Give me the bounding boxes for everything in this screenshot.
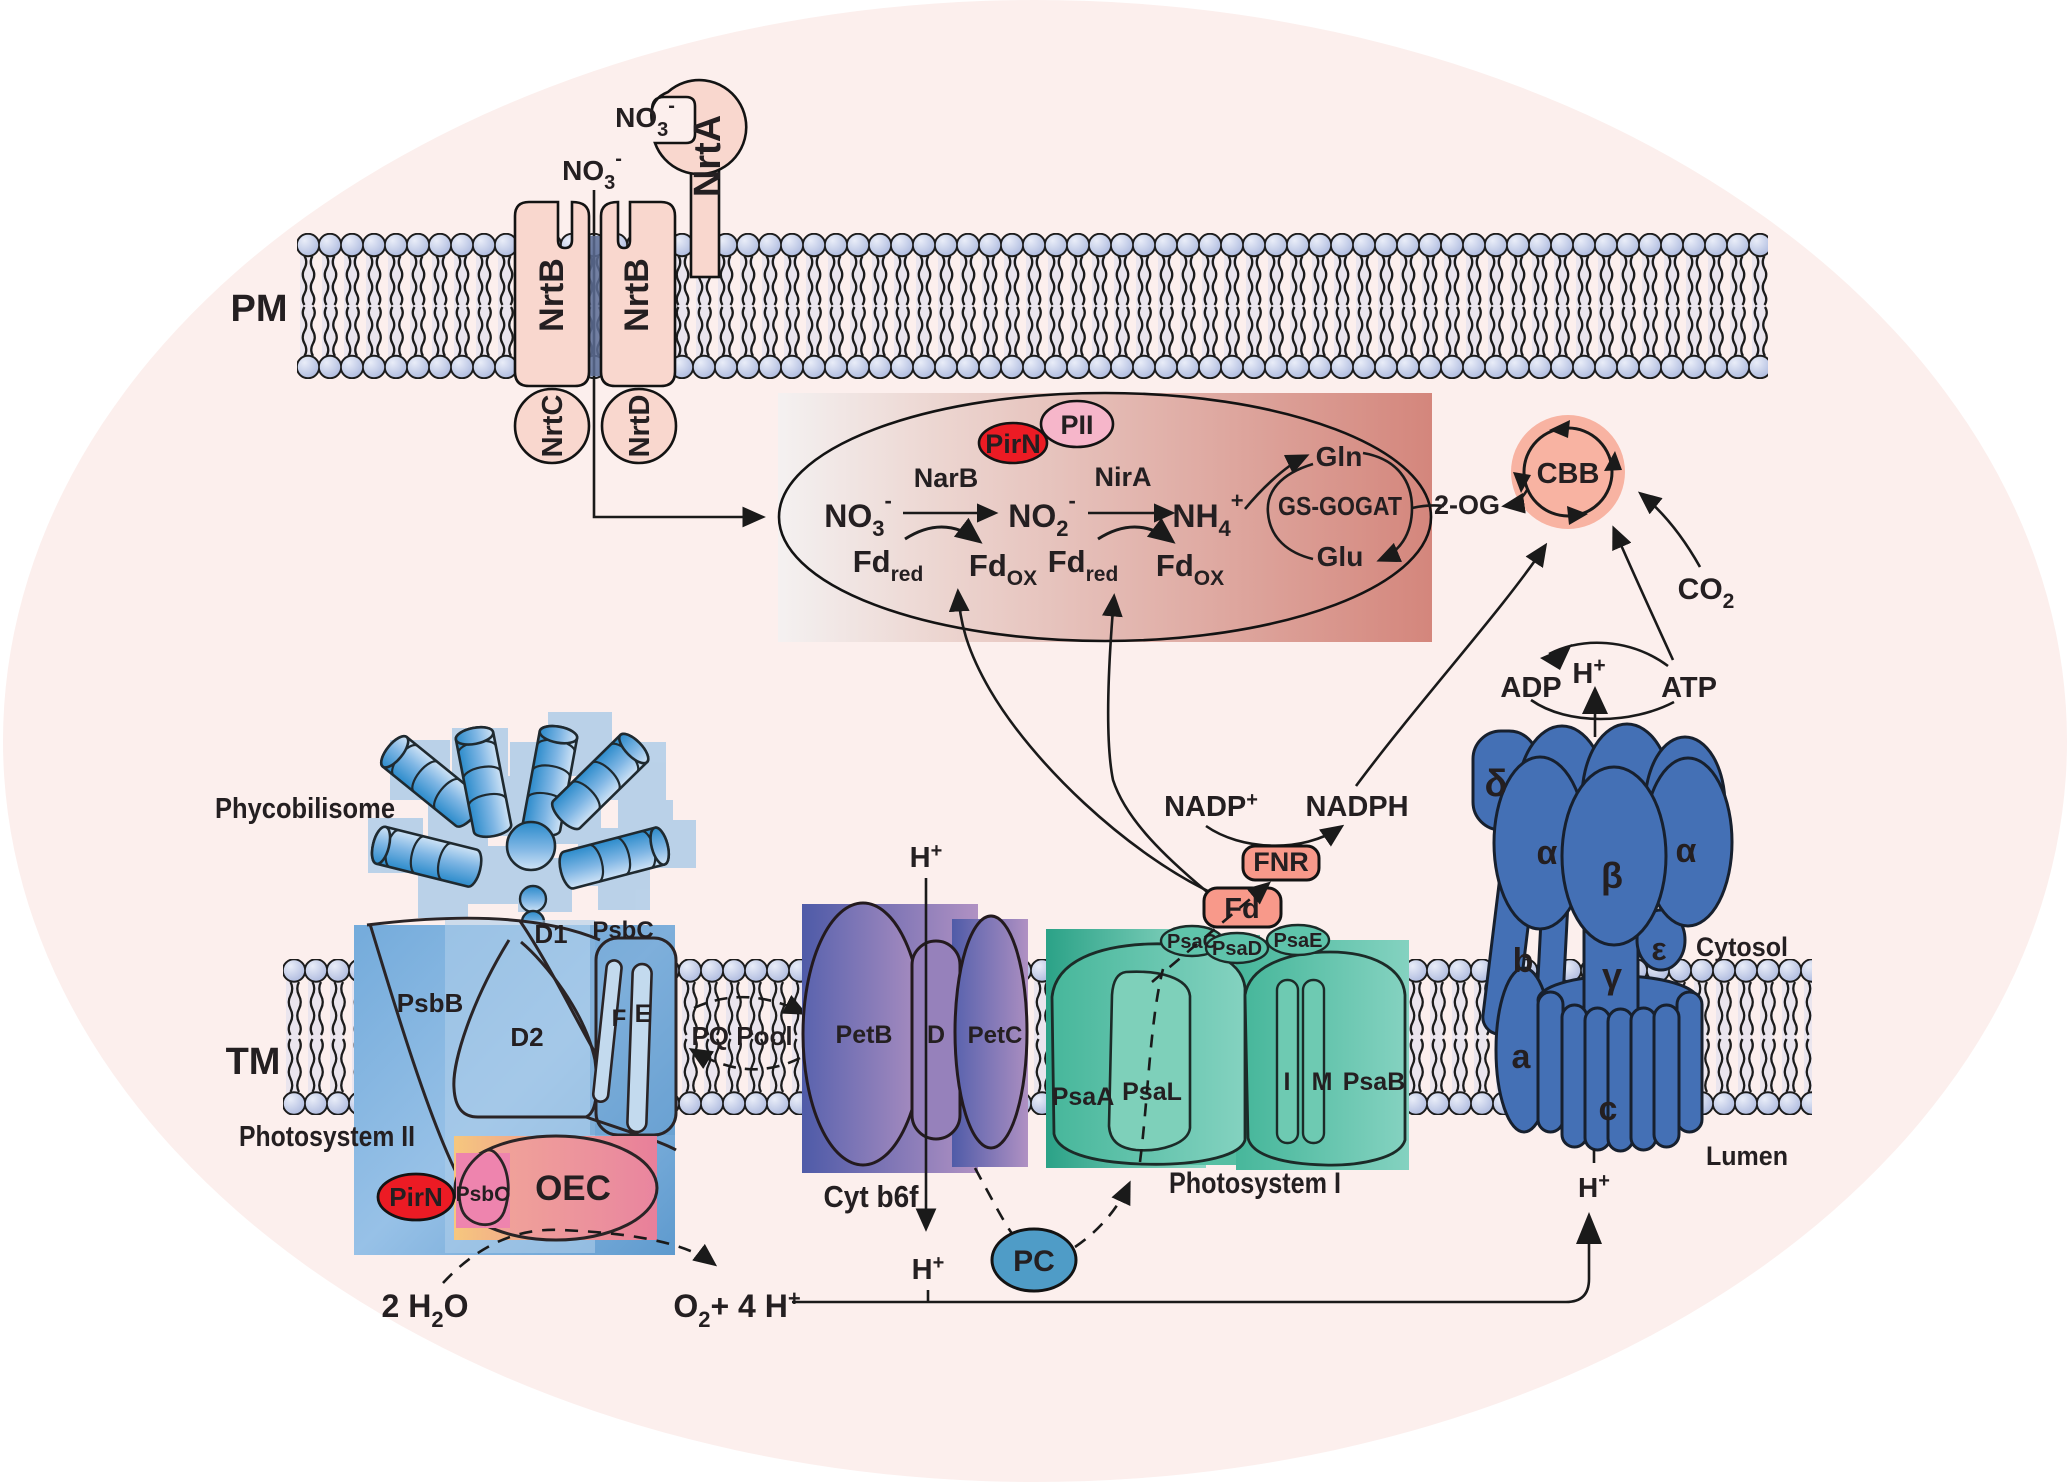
svg-text:PsaD: PsaD — [1212, 938, 1262, 960]
svg-text:NADPH: NADPH — [1305, 791, 1408, 823]
svg-text:PetC: PetC — [968, 1022, 1023, 1049]
svg-text:ADP: ADP — [1500, 672, 1561, 704]
svg-text:PC: PC — [1013, 1245, 1055, 1278]
svg-text:Glu: Glu — [1317, 541, 1364, 572]
svg-text:NarB: NarB — [914, 463, 979, 493]
svg-text:b: b — [1513, 942, 1534, 980]
svg-text:PsaB: PsaB — [1343, 1068, 1406, 1096]
svg-text:GS-GOGAT: GS-GOGAT — [1278, 491, 1402, 521]
svg-text:NADP+: NADP+ — [1164, 789, 1258, 823]
svg-text:M: M — [1312, 1068, 1333, 1096]
svg-text:PII: PII — [1060, 410, 1093, 440]
svg-text:F: F — [612, 1005, 627, 1032]
svg-text:c: c — [1599, 1090, 1618, 1128]
svg-text:I: I — [1284, 1068, 1291, 1096]
svg-text:PetB: PetB — [836, 1021, 893, 1049]
svg-text:NrtD: NrtD — [624, 395, 656, 458]
svg-text:PsaA: PsaA — [1052, 1083, 1115, 1111]
svg-text:PirN: PirN — [389, 1182, 442, 1212]
svg-text:ATP: ATP — [1661, 672, 1717, 704]
svg-text:a: a — [1512, 1038, 1532, 1076]
svg-text:NirA: NirA — [1094, 462, 1151, 492]
svg-text:NrtB: NrtB — [533, 258, 571, 332]
svg-text:NrtA: NrtA — [687, 115, 729, 197]
svg-text:D2: D2 — [510, 1022, 543, 1052]
svg-text:PM: PM — [231, 288, 288, 330]
svg-text:CBB: CBB — [1537, 458, 1600, 490]
svg-text:α: α — [1676, 832, 1697, 870]
svg-text:Fd: Fd — [1224, 893, 1259, 925]
svg-text:γ: γ — [1602, 955, 1622, 996]
svg-text:NrtB: NrtB — [618, 258, 656, 332]
svg-text:2-OG: 2-OG — [1434, 490, 1500, 520]
svg-text:OEC: OEC — [535, 1169, 611, 1208]
svg-text:Photosystem I: Photosystem I — [1169, 1167, 1341, 1200]
svg-text:Gln: Gln — [1316, 441, 1363, 472]
svg-text:Cytosol: Cytosol — [1696, 932, 1788, 962]
svg-text:PsbC: PsbC — [592, 917, 653, 944]
svg-text:δ: δ — [1484, 763, 1507, 805]
svg-text:β: β — [1601, 855, 1623, 896]
svg-text:D1: D1 — [534, 919, 567, 949]
svg-text:α: α — [1537, 834, 1558, 872]
svg-text:ε: ε — [1651, 931, 1666, 967]
svg-text:Lumen: Lumen — [1706, 1141, 1788, 1171]
svg-text:PsbO: PsbO — [456, 1183, 511, 1206]
svg-text:PsaL: PsaL — [1122, 1078, 1182, 1106]
svg-text:PsbB: PsbB — [397, 988, 463, 1018]
svg-text:PsaE: PsaE — [1274, 930, 1323, 952]
svg-text:PirN: PirN — [985, 429, 1041, 459]
svg-text:NrtC: NrtC — [537, 395, 569, 458]
svg-text:E: E — [635, 1000, 652, 1028]
svg-text:Photosystem II: Photosystem II — [239, 1121, 415, 1153]
svg-text:D: D — [927, 1021, 945, 1049]
svg-text:FNR: FNR — [1253, 847, 1309, 877]
svg-text:Phycobilisome: Phycobilisome — [215, 793, 395, 825]
svg-text:Cyt b6f: Cyt b6f — [824, 1179, 920, 1214]
svg-text:TM: TM — [226, 1041, 281, 1083]
svg-text:PQ Pool: PQ Pool — [691, 1021, 792, 1051]
